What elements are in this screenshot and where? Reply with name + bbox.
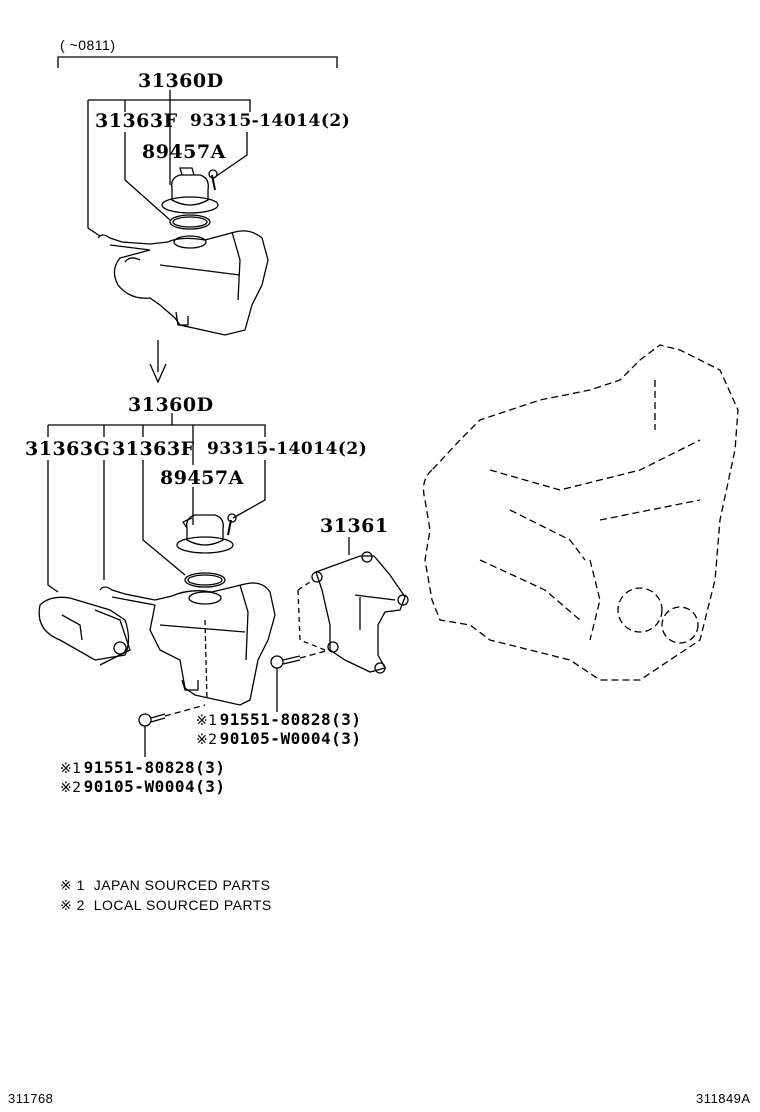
upper-sensor-cap	[161, 167, 219, 214]
lower-sensor-cap	[176, 514, 234, 554]
legend-item-japan: ※ 1 JAPAN SOURCED PARTS	[60, 877, 271, 893]
japan-sourced-mark: ※1	[60, 761, 82, 777]
upper-o-ring	[169, 214, 211, 230]
upper-part-31363F[interactable]: 31363F	[95, 110, 178, 132]
lower-assembly-part-number[interactable]: 31360D	[128, 394, 214, 416]
upper-part-89457A[interactable]: 89457A	[142, 141, 226, 163]
footer-right-id: 311849A	[696, 1091, 751, 1106]
lower-part-89457A[interactable]: 89457A	[160, 467, 244, 489]
legend-item-local: ※ 2 LOCAL SOURCED PARTS	[60, 897, 272, 913]
lower-part-screw[interactable]: 93315-14014(2)	[207, 439, 368, 459]
bolt-right-part-2[interactable]: 90105-W0004(3)	[219, 729, 362, 748]
bracket-part-number[interactable]: 31361	[320, 515, 389, 537]
upper-clutch-actuator-body	[97, 230, 269, 336]
actuator-motor	[38, 596, 131, 666]
mounting-bracket	[297, 551, 409, 674]
date-range-label: ( ~0811)	[60, 37, 116, 53]
lower-o-ring	[184, 572, 226, 588]
transmission-housing	[422, 344, 739, 681]
lower-part-31363F[interactable]: 31363F	[112, 438, 195, 460]
bolt-left-part-1[interactable]: 91551-80828(3)	[83, 758, 226, 777]
local-sourced-mark: ※2	[60, 780, 82, 796]
bolt-right-part-1[interactable]: 91551-80828(3)	[219, 710, 362, 729]
lower-clutch-actuator-body	[99, 582, 276, 706]
bolt-right	[270, 649, 331, 712]
upper-part-screw[interactable]: 93315-14014(2)	[190, 111, 351, 131]
arrow-down-icon	[149, 340, 167, 384]
lower-part-31363G[interactable]: 31363G	[25, 438, 111, 460]
local-sourced-mark: ※2	[196, 732, 218, 748]
japan-sourced-mark: ※1	[196, 713, 218, 729]
bolt-left-part-2[interactable]: 90105-W0004(3)	[83, 777, 226, 796]
bolt-left	[138, 704, 206, 757]
upper-assembly-part-number[interactable]: 31360D	[138, 70, 224, 92]
footer-left-id: 311768	[8, 1091, 54, 1106]
